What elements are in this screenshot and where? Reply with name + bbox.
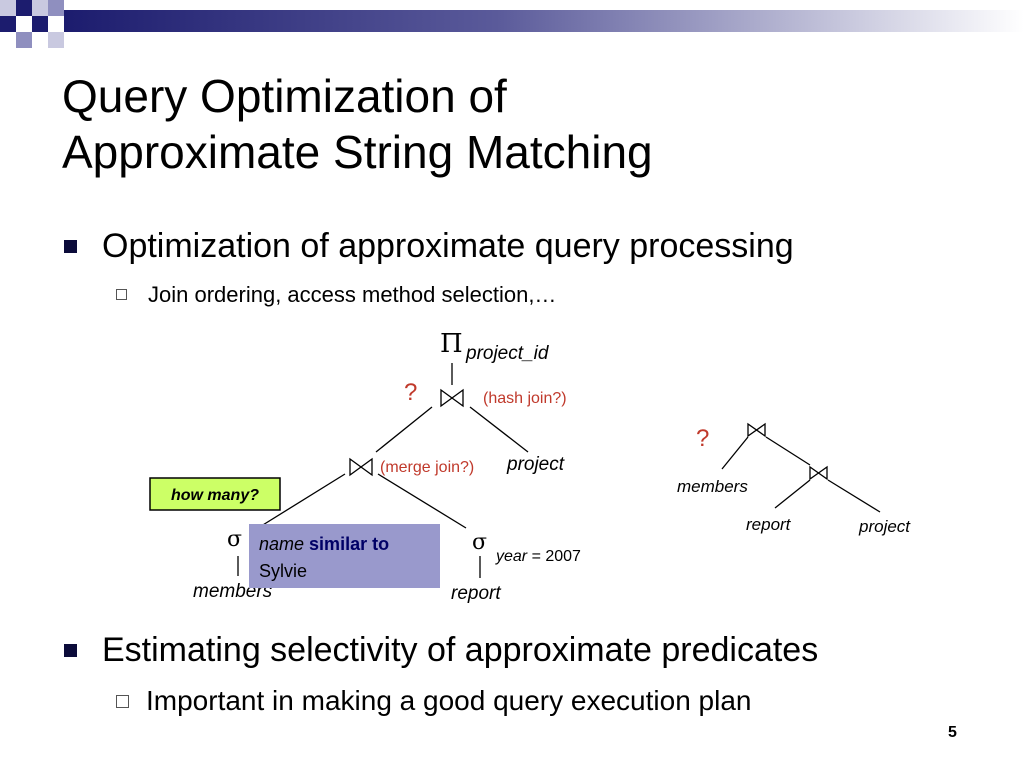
- sub-bullet-2-text: Important in making a good query executi…: [146, 685, 752, 716]
- bullet-2-text: Estimating selectivity of approximate pr…: [102, 631, 819, 669]
- question-mark-left: ?: [404, 379, 417, 406]
- selection-symbol-left: σ: [227, 527, 242, 552]
- edge-merge-join-to-sigma-left: [257, 473, 346, 529]
- predicate-value: Sylvie: [259, 561, 307, 581]
- hash-join-label: (hash join?): [483, 390, 567, 407]
- predicate-operator: similar to: [309, 534, 389, 554]
- projection-symbol: Π: [440, 329, 463, 359]
- hash-join-icon: [440, 388, 464, 408]
- top-join-icon: [747, 422, 766, 438]
- edge-hash-join-to-project: [469, 406, 529, 453]
- hollow-square-bullet-icon: [116, 695, 129, 708]
- right-relation-members: members: [677, 477, 748, 496]
- year-value: = 2007: [527, 548, 581, 565]
- header-decoration: [0, 0, 1024, 48]
- relation-report: report: [451, 583, 501, 604]
- merge-join-label: (merge join?): [380, 459, 474, 476]
- predicate-callout: [249, 524, 440, 588]
- lower-join-icon: [809, 465, 828, 481]
- selection-symbol-right: σ: [472, 530, 487, 555]
- predicate-attribute: name: [259, 534, 304, 554]
- edge-hash-join-to-merge-join: [375, 406, 433, 453]
- edge-merge-join-to-sigma-right: [377, 473, 467, 529]
- hollow-square-bullet-icon: [116, 289, 127, 300]
- relation-project: project: [506, 454, 565, 475]
- edge-lower-join-to-project: [827, 479, 881, 513]
- how-many-callout: [149, 477, 281, 511]
- edge-top-join-to-members: [721, 436, 749, 470]
- square-bullet-icon: [64, 240, 77, 253]
- bullet-1-text: Optimization of approximate query proces…: [102, 227, 794, 265]
- predicate-line-1: name similar to: [259, 534, 389, 554]
- edge-lower-join-to-report: [774, 479, 811, 509]
- right-relation-project: project: [858, 517, 911, 536]
- page-number: 5: [948, 724, 957, 741]
- square-bullet-icon: [64, 644, 77, 657]
- slide-title: Query Optimization of Approximate String…: [62, 70, 653, 178]
- year-attribute: year: [495, 548, 528, 565]
- question-mark-right: ?: [696, 425, 709, 452]
- projection-attribute: project_id: [465, 343, 550, 364]
- sub-bullet-1-text: Join ordering, access method selection,…: [148, 282, 557, 307]
- how-many-text: how many?: [171, 487, 259, 504]
- merge-join-icon: [349, 457, 373, 477]
- right-relation-report: report: [746, 515, 792, 534]
- edge-top-join-to-lower-join: [765, 436, 811, 466]
- year-predicate: year = 2007: [495, 548, 581, 565]
